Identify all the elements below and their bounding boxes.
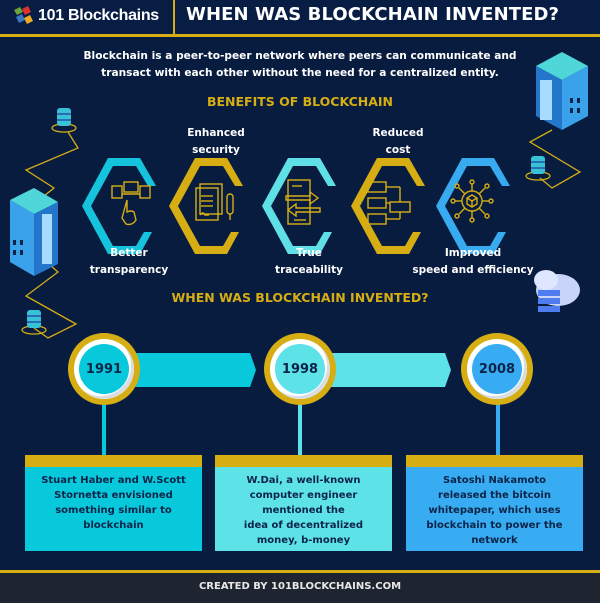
network-cube-icon: [450, 179, 494, 223]
year-label: 1991: [79, 344, 129, 394]
benefit-label-transparency: Better transparency: [89, 247, 169, 276]
scroll-arrows-icon: [285, 179, 321, 225]
year-circle-1991: 1991: [68, 333, 140, 405]
benefit-hex-speed: [436, 158, 510, 254]
benefit-label-speed: Improved speed and efficiency: [412, 247, 534, 276]
timeline-title: WHEN WAS BLOCKCHAIN INVENTED?: [171, 290, 429, 305]
header-divider: [173, 0, 175, 34]
timeline-stem-1998: [298, 400, 302, 456]
year-circle-1998: 1998: [264, 333, 336, 405]
timeline-arrows: [130, 353, 451, 387]
document-pen-icon: [195, 183, 234, 221]
year-label: 2008: [472, 344, 522, 394]
timeline-stem-2008: [496, 400, 500, 456]
page-title: WHEN WAS BLOCKCHAIN INVENTED?: [186, 4, 560, 25]
benefit-hex-security: [169, 158, 243, 254]
benefit-label-traceability: True traceability: [275, 247, 343, 276]
footer-credit: CREATED BY 101BLOCKCHAINS.COM: [198, 581, 402, 592]
intro-paragraph: Blockchain is a peer-to-peer network whe…: [60, 48, 540, 82]
event-description: Satoshi Nakamoto released the bitcoin wh…: [406, 467, 583, 551]
footer-bar: [0, 570, 600, 603]
event-card-1998: W.Dai, a well-known computer engineer me…: [215, 455, 392, 551]
brand-logo-icon: [14, 6, 33, 24]
event-description: W.Dai, a well-known computer engineer me…: [215, 467, 392, 551]
benefit-label-cost: Reduced cost: [372, 127, 424, 156]
right-network-decoration: [525, 52, 588, 312]
header-bar: [0, 0, 600, 37]
event-card-1991: Stuart Haber and W.Scott Stornetta envis…: [25, 455, 202, 551]
year-circle-2008: 2008: [461, 333, 533, 405]
year-label: 1998: [275, 344, 325, 394]
benefit-hex-transparency: [82, 158, 156, 254]
intro-line-2: transact with each other without the nee…: [101, 67, 499, 79]
benefit-hex-traceability: [262, 158, 336, 254]
intro-line-1: Blockchain is a peer-to-peer network whe…: [83, 50, 517, 62]
timeline-stem-1991: [102, 400, 106, 456]
hand-cards-icon: [111, 181, 151, 226]
flowchart-icon: [367, 181, 411, 225]
event-card-2008: Satoshi Nakamoto released the bitcoin wh…: [406, 455, 583, 551]
left-network-decoration: [10, 108, 79, 339]
brand-name: 101 Blockchains: [38, 7, 159, 24]
benefits-title: BENEFITS OF BLOCKCHAIN: [206, 94, 394, 109]
event-description: Stuart Haber and W.Scott Stornetta envis…: [25, 467, 202, 551]
benefit-label-security: Enhanced security: [187, 127, 245, 156]
